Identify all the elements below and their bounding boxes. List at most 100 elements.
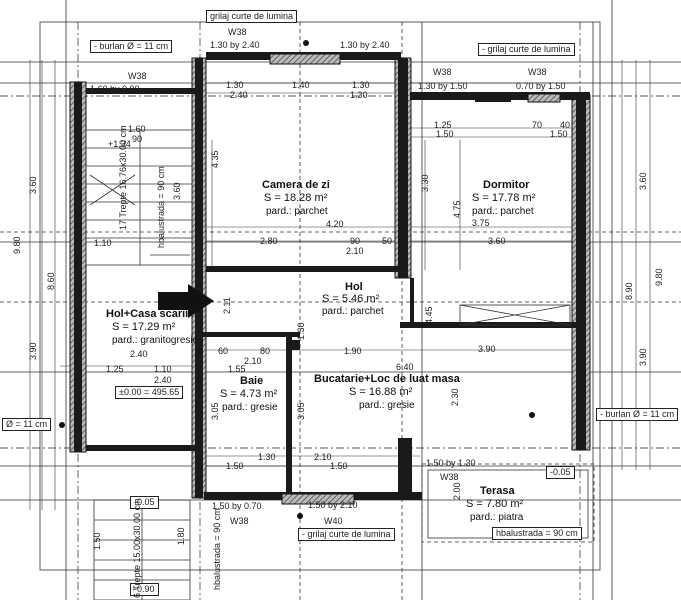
dim-label: 3.60 bbox=[172, 182, 182, 200]
dim-label: 1.50 bbox=[550, 129, 568, 139]
dim-label: 3.90 bbox=[638, 348, 648, 366]
room-floor-camera: pard.: parchet bbox=[266, 206, 328, 217]
trepte-top: 17 Trepte 16.76x30.00 cm bbox=[118, 125, 128, 230]
dim-label: 90 bbox=[350, 236, 361, 246]
window-size-right-2: 0.70 by 1.50 bbox=[516, 81, 566, 91]
dim-label: 1.80 bbox=[176, 527, 186, 545]
window-size-top: 1.30 by 2.40 bbox=[210, 40, 260, 50]
window-size-bottom-2: 1.50 by 2.10 bbox=[308, 500, 358, 510]
walls bbox=[69, 52, 591, 500]
room-area-camera: S = 18.28 m² bbox=[264, 192, 328, 204]
room-floor-terasa: pard.: piatra bbox=[470, 512, 524, 523]
balustrada-terasa: hbalustrada = 90 cm bbox=[492, 527, 582, 540]
room-name-dormitor: Dormitor bbox=[483, 179, 530, 191]
dim-label: 3.60 bbox=[28, 176, 38, 194]
dim-label: 1.55 bbox=[228, 364, 246, 374]
trepte-bottom: 6 Trepte 15.00x30.00 cm bbox=[132, 498, 142, 598]
dim-label: 1.10 bbox=[94, 238, 112, 248]
window-label-right: W38 bbox=[433, 67, 452, 77]
room-floor-baie: pard.: gresie bbox=[222, 402, 278, 413]
dim-label: 9.80 bbox=[12, 236, 22, 254]
level-bottom-1: -0.05 bbox=[130, 496, 159, 509]
dim-label: 3.90 bbox=[478, 344, 496, 354]
dim-label: 2.40 bbox=[230, 90, 248, 100]
room-floor-hol: pard.: parchet bbox=[322, 306, 384, 317]
dim-label: 4.75 bbox=[452, 200, 462, 218]
room-area-terasa: S = 7.80 m² bbox=[466, 498, 524, 510]
dim-label: 1.50 bbox=[226, 461, 244, 471]
room-area-holcasa: S = 17.29 m² bbox=[112, 321, 176, 333]
window-size-top-2: 1.30 by 2.40 bbox=[340, 40, 390, 50]
room-area-dormitor: S = 17.78 m² bbox=[472, 192, 536, 204]
column-markers bbox=[59, 40, 535, 519]
entrance-arrow-icon bbox=[158, 284, 214, 318]
dim-label: 1.90 bbox=[344, 346, 362, 356]
dim-label: 50 bbox=[382, 236, 393, 246]
kitchen-counter bbox=[459, 304, 571, 326]
window-size-terasa: 1.50 by 1.30 bbox=[426, 458, 476, 468]
room-name-baie: Baie bbox=[240, 375, 264, 387]
dim-label: 8.60 bbox=[46, 272, 56, 290]
stair-level: +1.34 bbox=[108, 139, 131, 149]
dim-label: 1.25 bbox=[434, 120, 452, 130]
dim-label: 70 bbox=[532, 120, 543, 130]
window-label-bottom-2: W40 bbox=[324, 516, 343, 526]
dim-label: 3.60 bbox=[638, 172, 648, 190]
window-label-terasa: W38 bbox=[440, 472, 459, 482]
dim-label: 1.50 bbox=[92, 532, 102, 550]
balustrada-stair: hbalustrada = 90 cm bbox=[156, 166, 166, 248]
dim-label: 2.80 bbox=[260, 236, 278, 246]
dim-label: 2.11 bbox=[222, 297, 232, 314]
window-label-right-2: W38 bbox=[528, 67, 547, 77]
dim-label: 1.30 bbox=[226, 80, 244, 90]
note-burlan-left: Ø = 11 cm bbox=[2, 418, 52, 431]
dim-label: 90 bbox=[132, 134, 143, 144]
room-name-camera: Camera de zi bbox=[262, 179, 330, 191]
room-floor-dormitor: pard.: parchet bbox=[472, 206, 534, 217]
room-floor-bucatarie: pard.: gresie bbox=[359, 400, 415, 411]
dim-label: 4.45 bbox=[424, 306, 434, 324]
window-label-left: W38 bbox=[128, 71, 147, 81]
note-grilaj-right: - grilaj curte de lumina bbox=[478, 43, 575, 56]
dim-label: 2.10 bbox=[346, 246, 364, 256]
dim-label: 1.30 bbox=[350, 90, 368, 100]
window-top bbox=[269, 53, 341, 65]
window-size-bottom: 1.50 by 0.70 bbox=[212, 501, 262, 511]
dim-label: 3.05 bbox=[296, 402, 306, 420]
dim-label: 2.10 bbox=[244, 356, 262, 366]
dim-label: 3.60 bbox=[488, 236, 506, 246]
level-terasa: -0.05 bbox=[546, 466, 575, 479]
level-main: ±0.00 = 495.65 bbox=[115, 386, 184, 399]
window-label-top: W38 bbox=[228, 27, 247, 37]
dim-label: 3.75 bbox=[472, 218, 490, 228]
window-bottom bbox=[281, 493, 355, 505]
note-grilaj-top: grilaj curte de lumina bbox=[206, 10, 298, 23]
dim-label: 1.30 bbox=[258, 452, 276, 462]
room-name-terasa: Terasa bbox=[480, 485, 515, 497]
balustrada-stair-2: hbalustrada = 90 cm bbox=[212, 508, 222, 590]
window-right-2 bbox=[527, 93, 561, 103]
dim-label: 2.10 bbox=[314, 452, 332, 462]
dim-label: 1.60 bbox=[128, 124, 146, 134]
dim-label: 4.35 bbox=[210, 150, 220, 168]
dim-label: 6.40 bbox=[396, 362, 414, 372]
dim-label: 3.05 bbox=[210, 402, 220, 420]
room-area-hol: S = 5.46 m² bbox=[322, 293, 380, 305]
note-burlan-right: - burlan Ø = 11 cm bbox=[596, 408, 679, 421]
dim-label: 4.20 bbox=[326, 219, 344, 229]
note-burlan-top: - burlan Ø = 11 cm bbox=[90, 40, 173, 53]
dim-label: 60 bbox=[218, 346, 229, 356]
room-area-bucatarie: S = 16.88 m² bbox=[349, 386, 413, 398]
dim-label: 80 bbox=[260, 346, 271, 356]
dim-label: 2.40 bbox=[154, 375, 172, 385]
dim-label: 40 bbox=[560, 120, 571, 130]
dim-label: 3.30 bbox=[420, 174, 430, 192]
dim-label: 1.40 bbox=[292, 80, 310, 90]
dim-label: 9.80 bbox=[654, 268, 664, 286]
dim-label: 1.50 bbox=[330, 461, 348, 471]
dim-label: 1.25 bbox=[106, 364, 124, 374]
room-name-hol: Hol bbox=[345, 281, 363, 293]
window-label-bottom: W38 bbox=[230, 516, 249, 526]
window-right bbox=[475, 94, 511, 102]
